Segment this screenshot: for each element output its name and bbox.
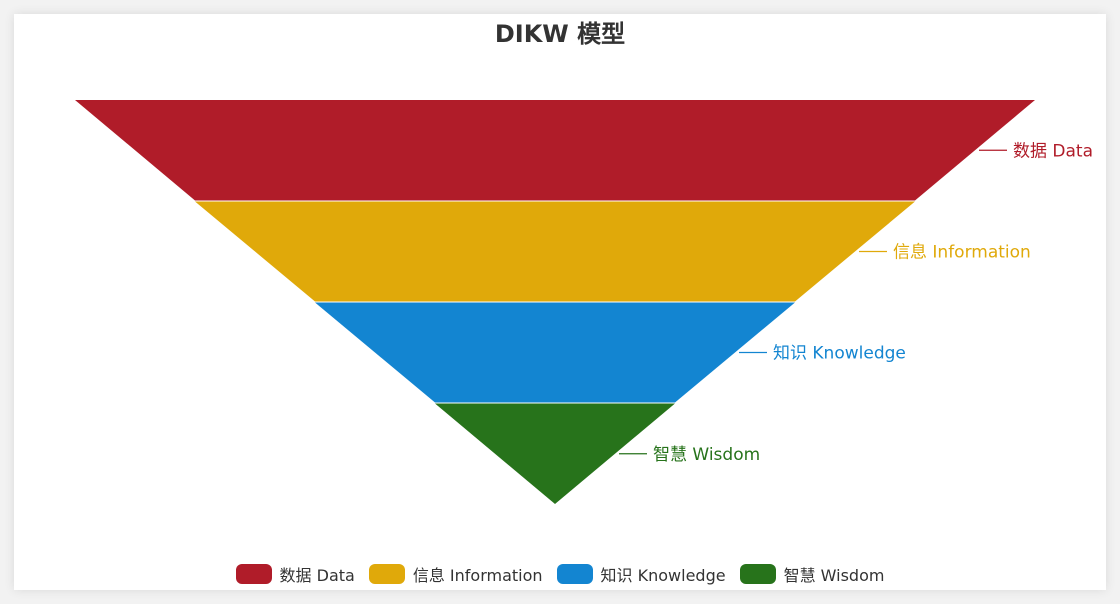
segment-label: 信息 Information — [893, 243, 1031, 263]
legend-item-wisdom[interactable]: 智慧 Wisdom — [739, 562, 885, 586]
legend-label: 信息 Information — [412, 566, 543, 585]
chart-legend: 数据 Data 信息 Information 知识 Knowledge 智慧 W… — [14, 560, 1106, 588]
legend-swatch — [235, 564, 272, 584]
funnel-chart: 数据 Data 信息 Information 知识 Knowledge 智慧 Wisd… — [75, 100, 1093, 505]
legend-item-knowledge[interactable]: 知识 Knowledge — [556, 562, 726, 586]
funnel-segment-3[interactable] — [315, 302, 795, 403]
segment-label: 知识 Knowledge — [773, 344, 906, 364]
segment-label: 数据 Data — [1013, 141, 1093, 161]
funnel-segment-2[interactable] — [195, 201, 915, 302]
legend-item-information[interactable]: 信息 Information — [368, 562, 543, 586]
legend-swatch — [368, 564, 405, 584]
legend-swatch — [739, 564, 776, 584]
legend-swatch — [556, 564, 593, 584]
chart-frame: DIKW 模型 数据 Data 信息 Information 知识 Knowledg… — [14, 14, 1106, 590]
segment-label: 智慧 Wisdom — [653, 445, 760, 465]
legend-label: 智慧 Wisdom — [783, 566, 885, 585]
legend-item-data[interactable]: 数据 Data — [235, 562, 355, 586]
legend-label: 数据 Data — [279, 566, 355, 585]
legend-label: 知识 Knowledge — [600, 566, 726, 585]
chart-title: DIKW 模型 — [494, 20, 626, 48]
funnel-segment-1[interactable] — [75, 100, 1035, 201]
funnel-segment-4[interactable] — [435, 403, 675, 505]
